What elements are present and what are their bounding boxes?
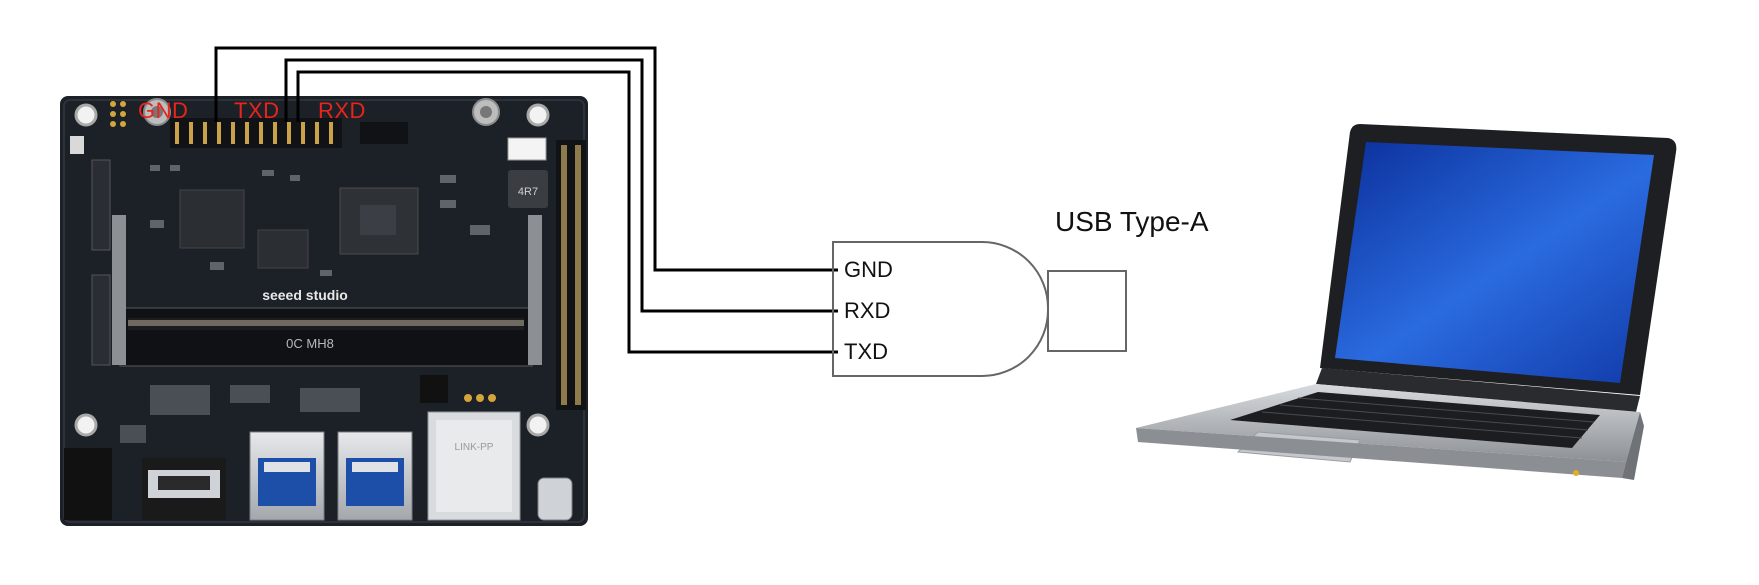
adapter-pin-txd: TXD	[844, 339, 888, 364]
laptop-keyboard	[1230, 392, 1600, 448]
gpio-header	[556, 140, 586, 410]
svg-text:LINK-PP: LINK-PP	[455, 442, 494, 453]
usb3-port-2	[337, 431, 413, 521]
wiring	[214, 46, 838, 354]
ethernet-port: LINK-PP	[427, 411, 521, 521]
board-brand-silkscreen: seeed studio	[262, 287, 348, 303]
uart-pin-header	[170, 118, 342, 148]
board-pin-label-rxd: RXD	[318, 98, 366, 123]
board-module-silkscreen: 0C MH8	[286, 336, 334, 351]
usb3-port-1	[249, 431, 325, 521]
inductor-marking: 4R7	[518, 186, 538, 198]
adapter-title: USB Type-A	[1055, 206, 1209, 237]
sodimm-slot	[112, 215, 542, 367]
adapter-pin-gnd: GND	[844, 257, 893, 282]
wire-gnd	[214, 46, 838, 272]
wire-txd-to-rxd	[284, 58, 838, 313]
usb-c-port	[537, 477, 573, 521]
wire-rxd-to-txd	[296, 70, 838, 354]
laptop-image	[1136, 124, 1677, 480]
hdmi-port	[142, 458, 226, 520]
laptop-screen	[1335, 142, 1654, 383]
adapter-pin-rxd: RXD	[844, 298, 891, 323]
small-header	[110, 101, 126, 127]
usb-uart-adapter	[832, 241, 1127, 377]
board-pin-label-txd: TXD	[234, 98, 280, 123]
board-pin-label-gnd: GND	[138, 98, 189, 123]
carrier-board-image: 4R7 seeed studio 0C MH8	[60, 96, 588, 526]
dc-jack	[64, 448, 112, 520]
